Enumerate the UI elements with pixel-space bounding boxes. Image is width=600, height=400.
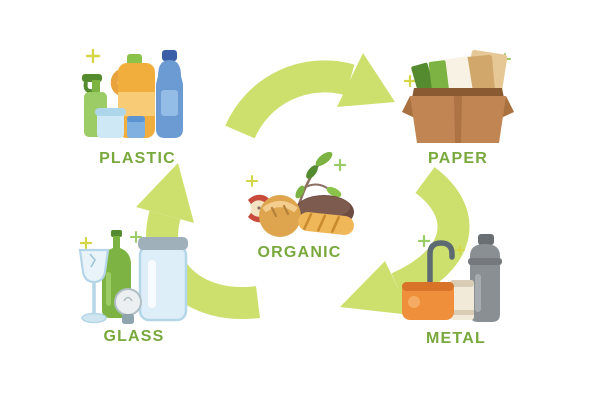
sparkle-icon xyxy=(79,236,93,250)
glass-jar-icon xyxy=(138,237,188,322)
cardboard-box-icon xyxy=(402,49,514,143)
plastic-label: PLASTIC xyxy=(99,150,176,167)
cardboard-box-front-icon xyxy=(402,88,514,143)
glass-label: GLASS xyxy=(103,328,165,345)
ladle-icon xyxy=(427,240,455,287)
plastic-tub-icon xyxy=(95,108,126,138)
sparkle-icon xyxy=(333,158,347,172)
sparkle-icon xyxy=(85,48,101,64)
blue-cup-icon xyxy=(127,116,145,138)
tin-can-icon xyxy=(450,280,474,320)
category-plastic: PLASTIC xyxy=(80,46,195,168)
arrow-right-icon xyxy=(391,167,470,303)
baguette-icon xyxy=(298,212,354,235)
category-glass: GLASS xyxy=(78,230,190,346)
organic-label: ORGANIC xyxy=(257,244,342,261)
milk-can-icon xyxy=(468,234,502,322)
category-paper: PAPER xyxy=(402,48,514,168)
cooking-pot-icon xyxy=(402,282,454,320)
arrow-right-head-icon xyxy=(340,261,411,315)
arrow-left-head-icon xyxy=(136,163,194,223)
blue-bottle-icon xyxy=(156,50,183,138)
category-organic: ORGANIC xyxy=(242,150,357,262)
sparkle-icon xyxy=(130,231,142,243)
bread-and-plant-icon xyxy=(246,151,354,237)
arrow-top-icon xyxy=(225,60,355,139)
light-bulb-icon xyxy=(114,288,142,324)
glass-jar-bottle-icon xyxy=(78,230,188,324)
plastic-bottles-icon xyxy=(82,48,183,138)
paper-label: PAPER xyxy=(428,150,488,167)
wine-glass-icon xyxy=(78,248,110,324)
sparkle-icon xyxy=(417,234,431,248)
pots-and-cans-icon xyxy=(402,234,502,322)
category-metal: METAL xyxy=(400,232,512,348)
metal-label: METAL xyxy=(426,330,486,347)
arrow-top-head-icon xyxy=(337,53,395,107)
sparkle-icon xyxy=(455,245,465,255)
round-loaf-icon xyxy=(259,195,301,237)
sparkle-icon xyxy=(246,175,258,187)
sparkle-icon xyxy=(403,74,417,88)
